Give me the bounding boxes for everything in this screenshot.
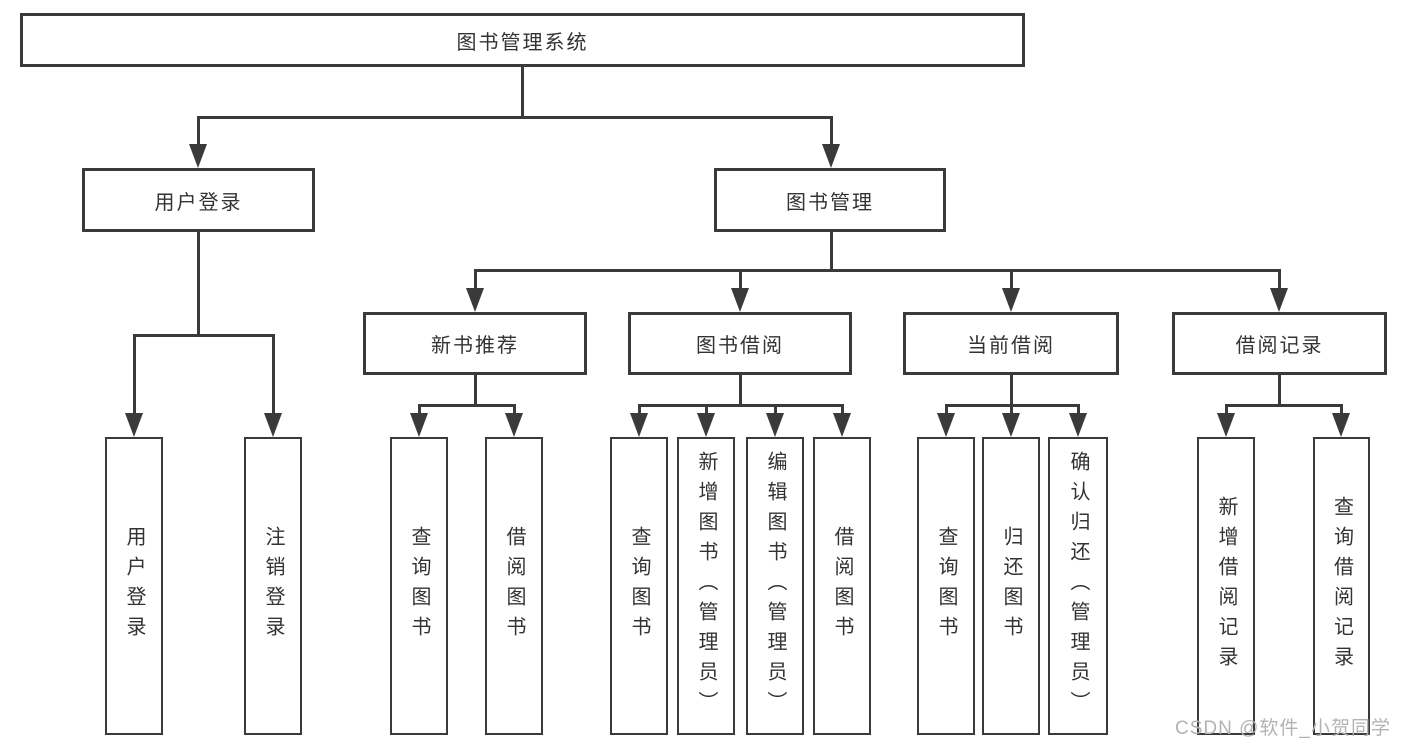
node-borrowing-records-label: 借阅记录: [1235, 335, 1324, 357]
connector-line: [271, 336, 275, 414]
arrow-down-icon: [1002, 413, 1020, 437]
arrow-down-icon: [833, 413, 851, 437]
node-new-book-recommend-label: 新书推荐: [431, 335, 519, 357]
node-root: 图书管理系统: [20, 13, 1025, 67]
connector-line: [829, 118, 833, 148]
connector-line: [521, 67, 524, 118]
connector-line: [637, 403, 844, 407]
leaf-current-query-books: 查询图书: [917, 437, 975, 735]
connector-line: [637, 406, 641, 415]
arrow-down-icon: [189, 144, 207, 168]
connector-line: [417, 403, 516, 407]
connector-line: [473, 375, 477, 406]
node-book-borrowing-label: 图书借阅: [696, 335, 784, 357]
arrow-down-icon: [822, 144, 840, 168]
leaf-borrowing-query-books-label: 查询图书: [628, 526, 650, 646]
leaf-recommend-query-books-label: 查询图书: [408, 526, 430, 646]
connector-line: [1277, 271, 1281, 290]
leaf-logout-label: 注销登录: [262, 526, 284, 646]
node-book-management-label: 图书管理: [786, 191, 874, 214]
leaf-borrowing-borrow-books-label: 借阅图书: [831, 526, 853, 646]
connector-line: [132, 336, 136, 414]
leaf-add-books-admin-label: 新增图书（管理员）: [695, 451, 717, 721]
connector-line: [196, 118, 200, 148]
leaf-return-books: 归还图书: [982, 437, 1040, 735]
arrow-down-icon: [410, 413, 428, 437]
node-user-login-label: 用户登录: [154, 191, 243, 214]
node-new-book-recommend: 新书推荐: [363, 312, 587, 375]
connector-line: [773, 406, 777, 415]
leaf-query-borrow-record-label: 查询借阅记录: [1330, 496, 1353, 676]
arrow-down-icon: [1332, 413, 1350, 437]
leaf-return-books-label: 归还图书: [1000, 526, 1022, 646]
connector-line: [132, 333, 275, 337]
leaf-user-login: 用户登录: [105, 437, 163, 735]
leaf-edit-books-admin-label: 编辑图书（管理员）: [764, 451, 786, 721]
connector-line: [1009, 375, 1013, 406]
leaf-user-login-label: 用户登录: [123, 526, 145, 646]
connector-line: [704, 406, 708, 415]
connector-line: [1009, 271, 1013, 290]
arrow-down-icon: [697, 413, 715, 437]
connector-line: [1339, 406, 1343, 415]
connector-line: [944, 403, 1080, 407]
node-borrowing-records: 借阅记录: [1172, 312, 1387, 375]
csdn-watermark: CSDN @软件_小贺同学: [1175, 718, 1391, 739]
arrow-down-icon: [466, 288, 484, 312]
arrow-down-icon: [1270, 288, 1288, 312]
arrow-down-icon: [264, 413, 282, 437]
leaf-add-borrow-record: 新增借阅记录: [1197, 437, 1255, 735]
connector-line: [196, 232, 200, 336]
connector-line: [473, 271, 477, 290]
node-current-borrowing: 当前借阅: [903, 312, 1119, 375]
connector-line: [1009, 406, 1013, 415]
connector-line: [1076, 406, 1080, 415]
connector-line: [829, 232, 833, 271]
connector-line: [1224, 406, 1228, 415]
leaf-add-books-admin: 新增图书（管理员）: [677, 437, 735, 735]
connector-line: [738, 271, 742, 290]
arrow-down-icon: [125, 413, 143, 437]
leaf-query-borrow-record: 查询借阅记录: [1313, 437, 1370, 735]
leaf-current-query-books-label: 查询图书: [935, 526, 957, 646]
leaf-add-borrow-record-label: 新增借阅记录: [1215, 496, 1237, 676]
connector-line: [840, 406, 844, 415]
leaf-recommend-query-books: 查询图书: [390, 437, 448, 735]
connector-line: [196, 115, 833, 119]
connector-line: [512, 406, 516, 415]
leaf-borrowing-borrow-books: 借阅图书: [813, 437, 871, 735]
arrow-down-icon: [731, 288, 749, 312]
connector-line: [1277, 375, 1281, 406]
connector-line: [473, 268, 1281, 272]
node-root-label: 图书管理系统: [456, 31, 589, 54]
connector-line: [417, 406, 421, 415]
leaf-recommend-borrow-books-label: 借阅图书: [503, 526, 525, 646]
connector-line: [738, 375, 742, 406]
node-book-management: 图书管理: [714, 168, 946, 232]
arrow-down-icon: [1217, 413, 1235, 437]
connector-line: [944, 406, 948, 415]
leaf-logout: 注销登录: [244, 437, 302, 735]
node-current-borrowing-label: 当前借阅: [967, 335, 1055, 357]
leaf-recommend-borrow-books: 借阅图书: [485, 437, 543, 735]
arrow-down-icon: [937, 413, 955, 437]
arrow-down-icon: [766, 413, 784, 437]
leaf-edit-books-admin: 编辑图书（管理员）: [746, 437, 804, 735]
arrow-down-icon: [630, 413, 648, 437]
connector-line: [1224, 403, 1343, 407]
leaf-confirm-return-admin-label: 确认归还（管理员）: [1067, 451, 1089, 721]
leaf-borrowing-query-books: 查询图书: [610, 437, 668, 735]
arrow-down-icon: [505, 413, 523, 437]
leaf-confirm-return-admin: 确认归还（管理员）: [1048, 437, 1108, 735]
node-user-login: 用户登录: [82, 168, 315, 232]
arrow-down-icon: [1002, 288, 1020, 312]
node-book-borrowing: 图书借阅: [628, 312, 852, 375]
arrow-down-icon: [1069, 413, 1087, 437]
